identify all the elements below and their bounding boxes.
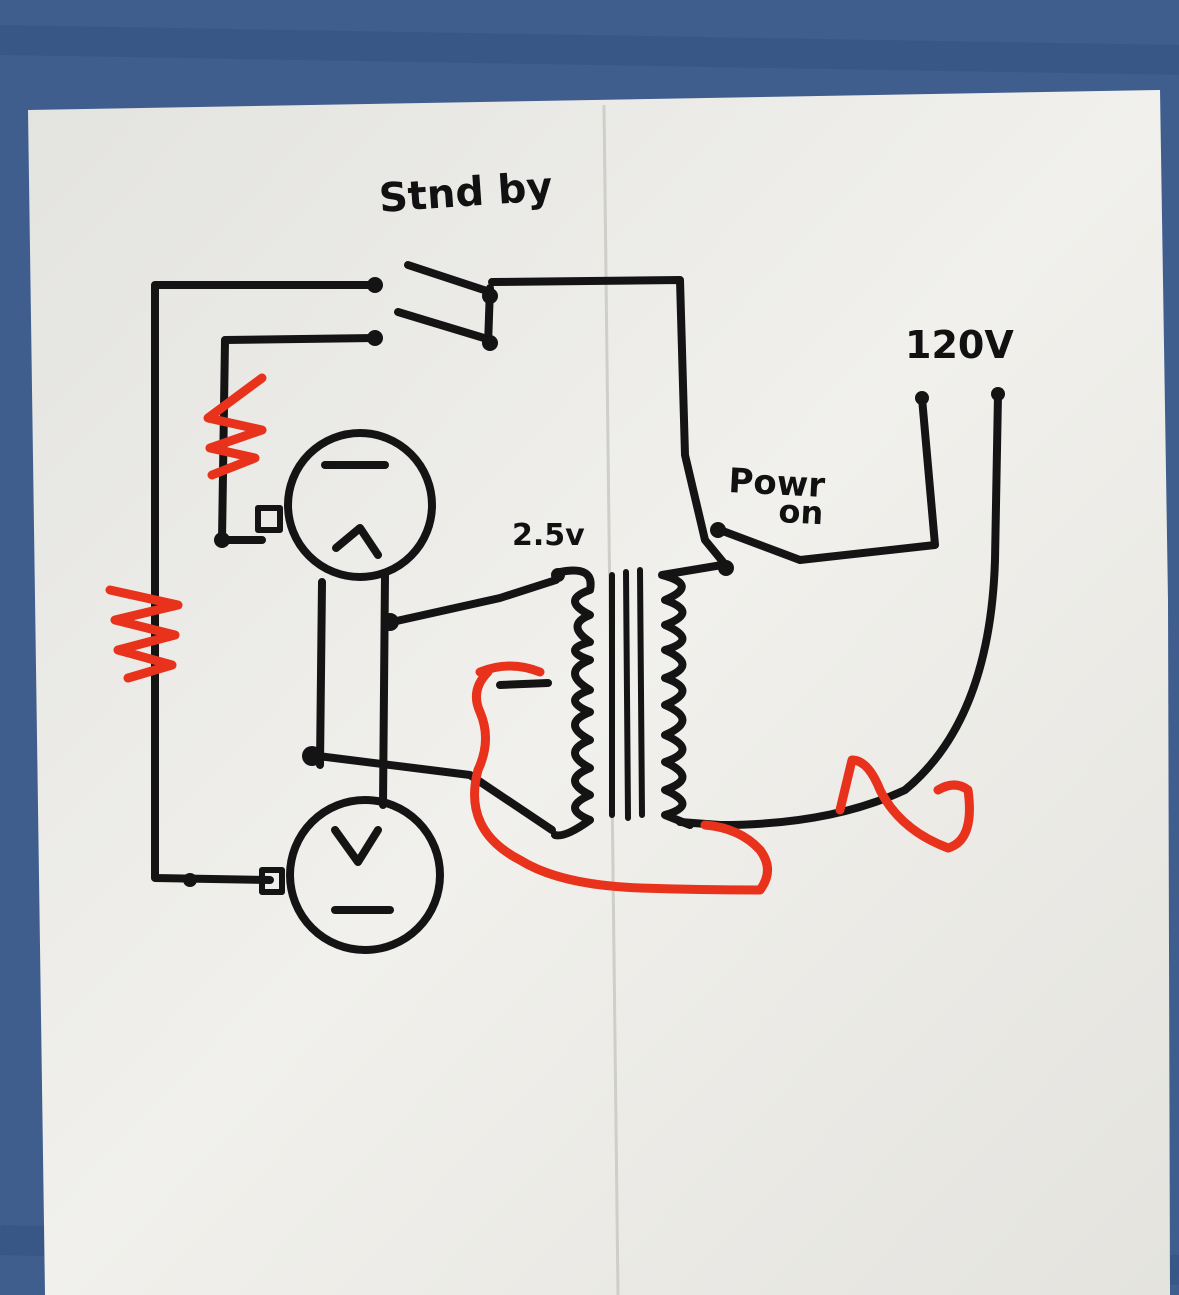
voltage-in-label: 120V: [905, 323, 1014, 367]
filament-voltage-label: 2.5v: [512, 518, 585, 553]
rectifier-tube-lower: [286, 796, 444, 954]
power-on-label-line1: Powr: [728, 461, 827, 506]
paper-sheet: [28, 90, 1170, 1295]
resistor-left: [105, 585, 183, 683]
red-annotations: [105, 373, 974, 895]
junction-dots: [183, 277, 1005, 887]
rectifier-tube-upper: [284, 429, 436, 581]
added-wire: [470, 661, 772, 895]
added-wire-right: [835, 755, 974, 853]
circuit-wiring: [151, 261, 1002, 954]
power-on-label-line2: on: [778, 492, 825, 532]
resistor-upper: [203, 373, 267, 480]
